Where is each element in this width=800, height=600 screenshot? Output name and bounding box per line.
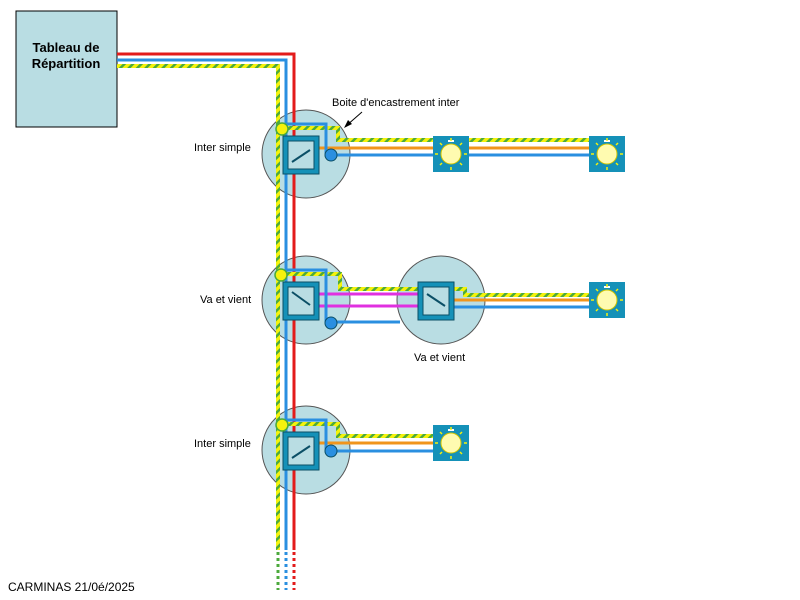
earth-terminal-2: [274, 268, 288, 282]
box-label: Boite d'encastrement inter: [332, 97, 460, 109]
panel-title-line2: Répartition: [32, 56, 101, 71]
lamp-2: [589, 282, 625, 318]
switch-2: [282, 281, 320, 321]
neutral-connector-2: [324, 316, 338, 330]
neutral-connector-1: [324, 148, 338, 162]
switch-2-label: Va et vient: [200, 294, 251, 306]
earth-terminal-1: [275, 122, 289, 136]
main-feed: [117, 52, 296, 590]
switch-1-label: Inter simple: [194, 142, 251, 154]
lamp-1a: [433, 136, 469, 172]
circuit-3: [278, 418, 450, 453]
lamp-3: [433, 425, 469, 461]
switch-3-label: Inter simple: [194, 438, 251, 450]
footer-credit: CARMINAS 21/0é/2025: [8, 580, 135, 594]
neutral-connector-3: [324, 444, 338, 458]
earth-terminal-3: [275, 418, 289, 432]
switch-3: [282, 431, 320, 471]
lamp-1b: [589, 136, 625, 172]
switch-2b-label: Va et vient: [414, 352, 465, 364]
box-annotation-arrow: [344, 111, 363, 128]
switch-2b: [417, 281, 455, 321]
distribution-panel: Tableau de Répartition: [15, 10, 118, 128]
switch-1: [282, 135, 320, 175]
panel-title-line1: Tableau de: [33, 40, 100, 55]
